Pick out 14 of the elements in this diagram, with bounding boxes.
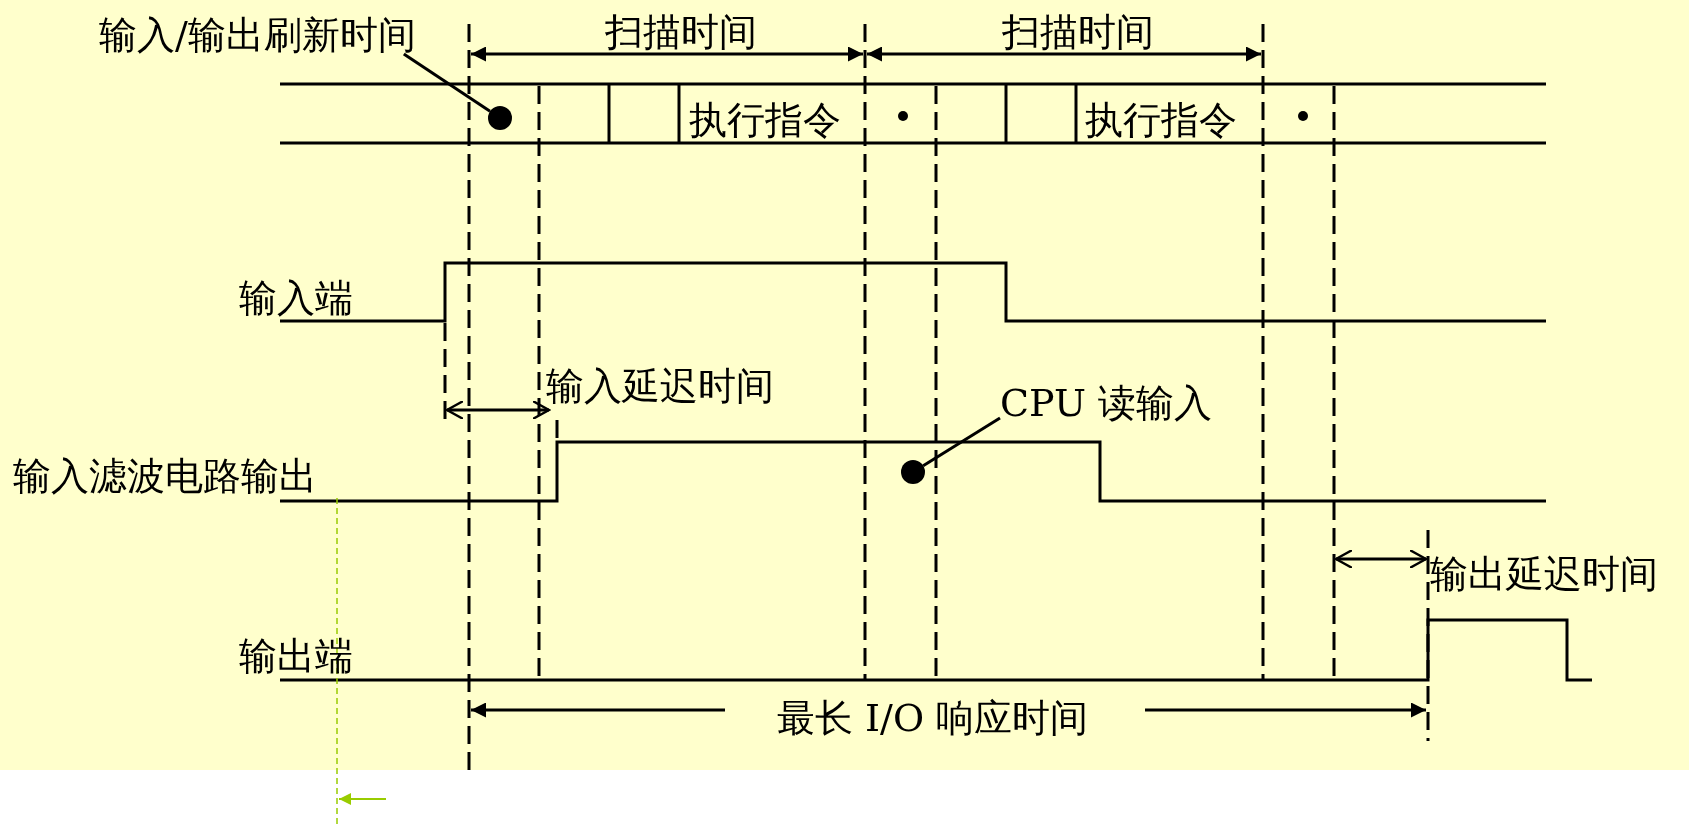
leader-line: [403, 52, 491, 113]
callout-text: 输入/输出刷新时间: [99, 12, 416, 58]
dimension-label: 输出延迟时间: [1430, 552, 1658, 596]
dimension-label: 输入延迟时间: [546, 364, 774, 408]
dimension-label: 扫描时间: [1002, 10, 1154, 54]
dimension-label: 最长 I/O 响应时间: [777, 696, 1089, 740]
signal-label: 输入滤波电路输出: [13, 454, 317, 498]
phase-label: 执行指令: [689, 98, 841, 142]
signal-label: 输入端: [239, 276, 353, 320]
signal-label: 输出端: [239, 634, 353, 678]
leader-line: [922, 416, 1001, 467]
callout-text: CPU 读输入: [1000, 380, 1213, 426]
dimension-label: 扫描时间: [605, 10, 757, 54]
phase-label: 执行指令: [1085, 98, 1237, 142]
